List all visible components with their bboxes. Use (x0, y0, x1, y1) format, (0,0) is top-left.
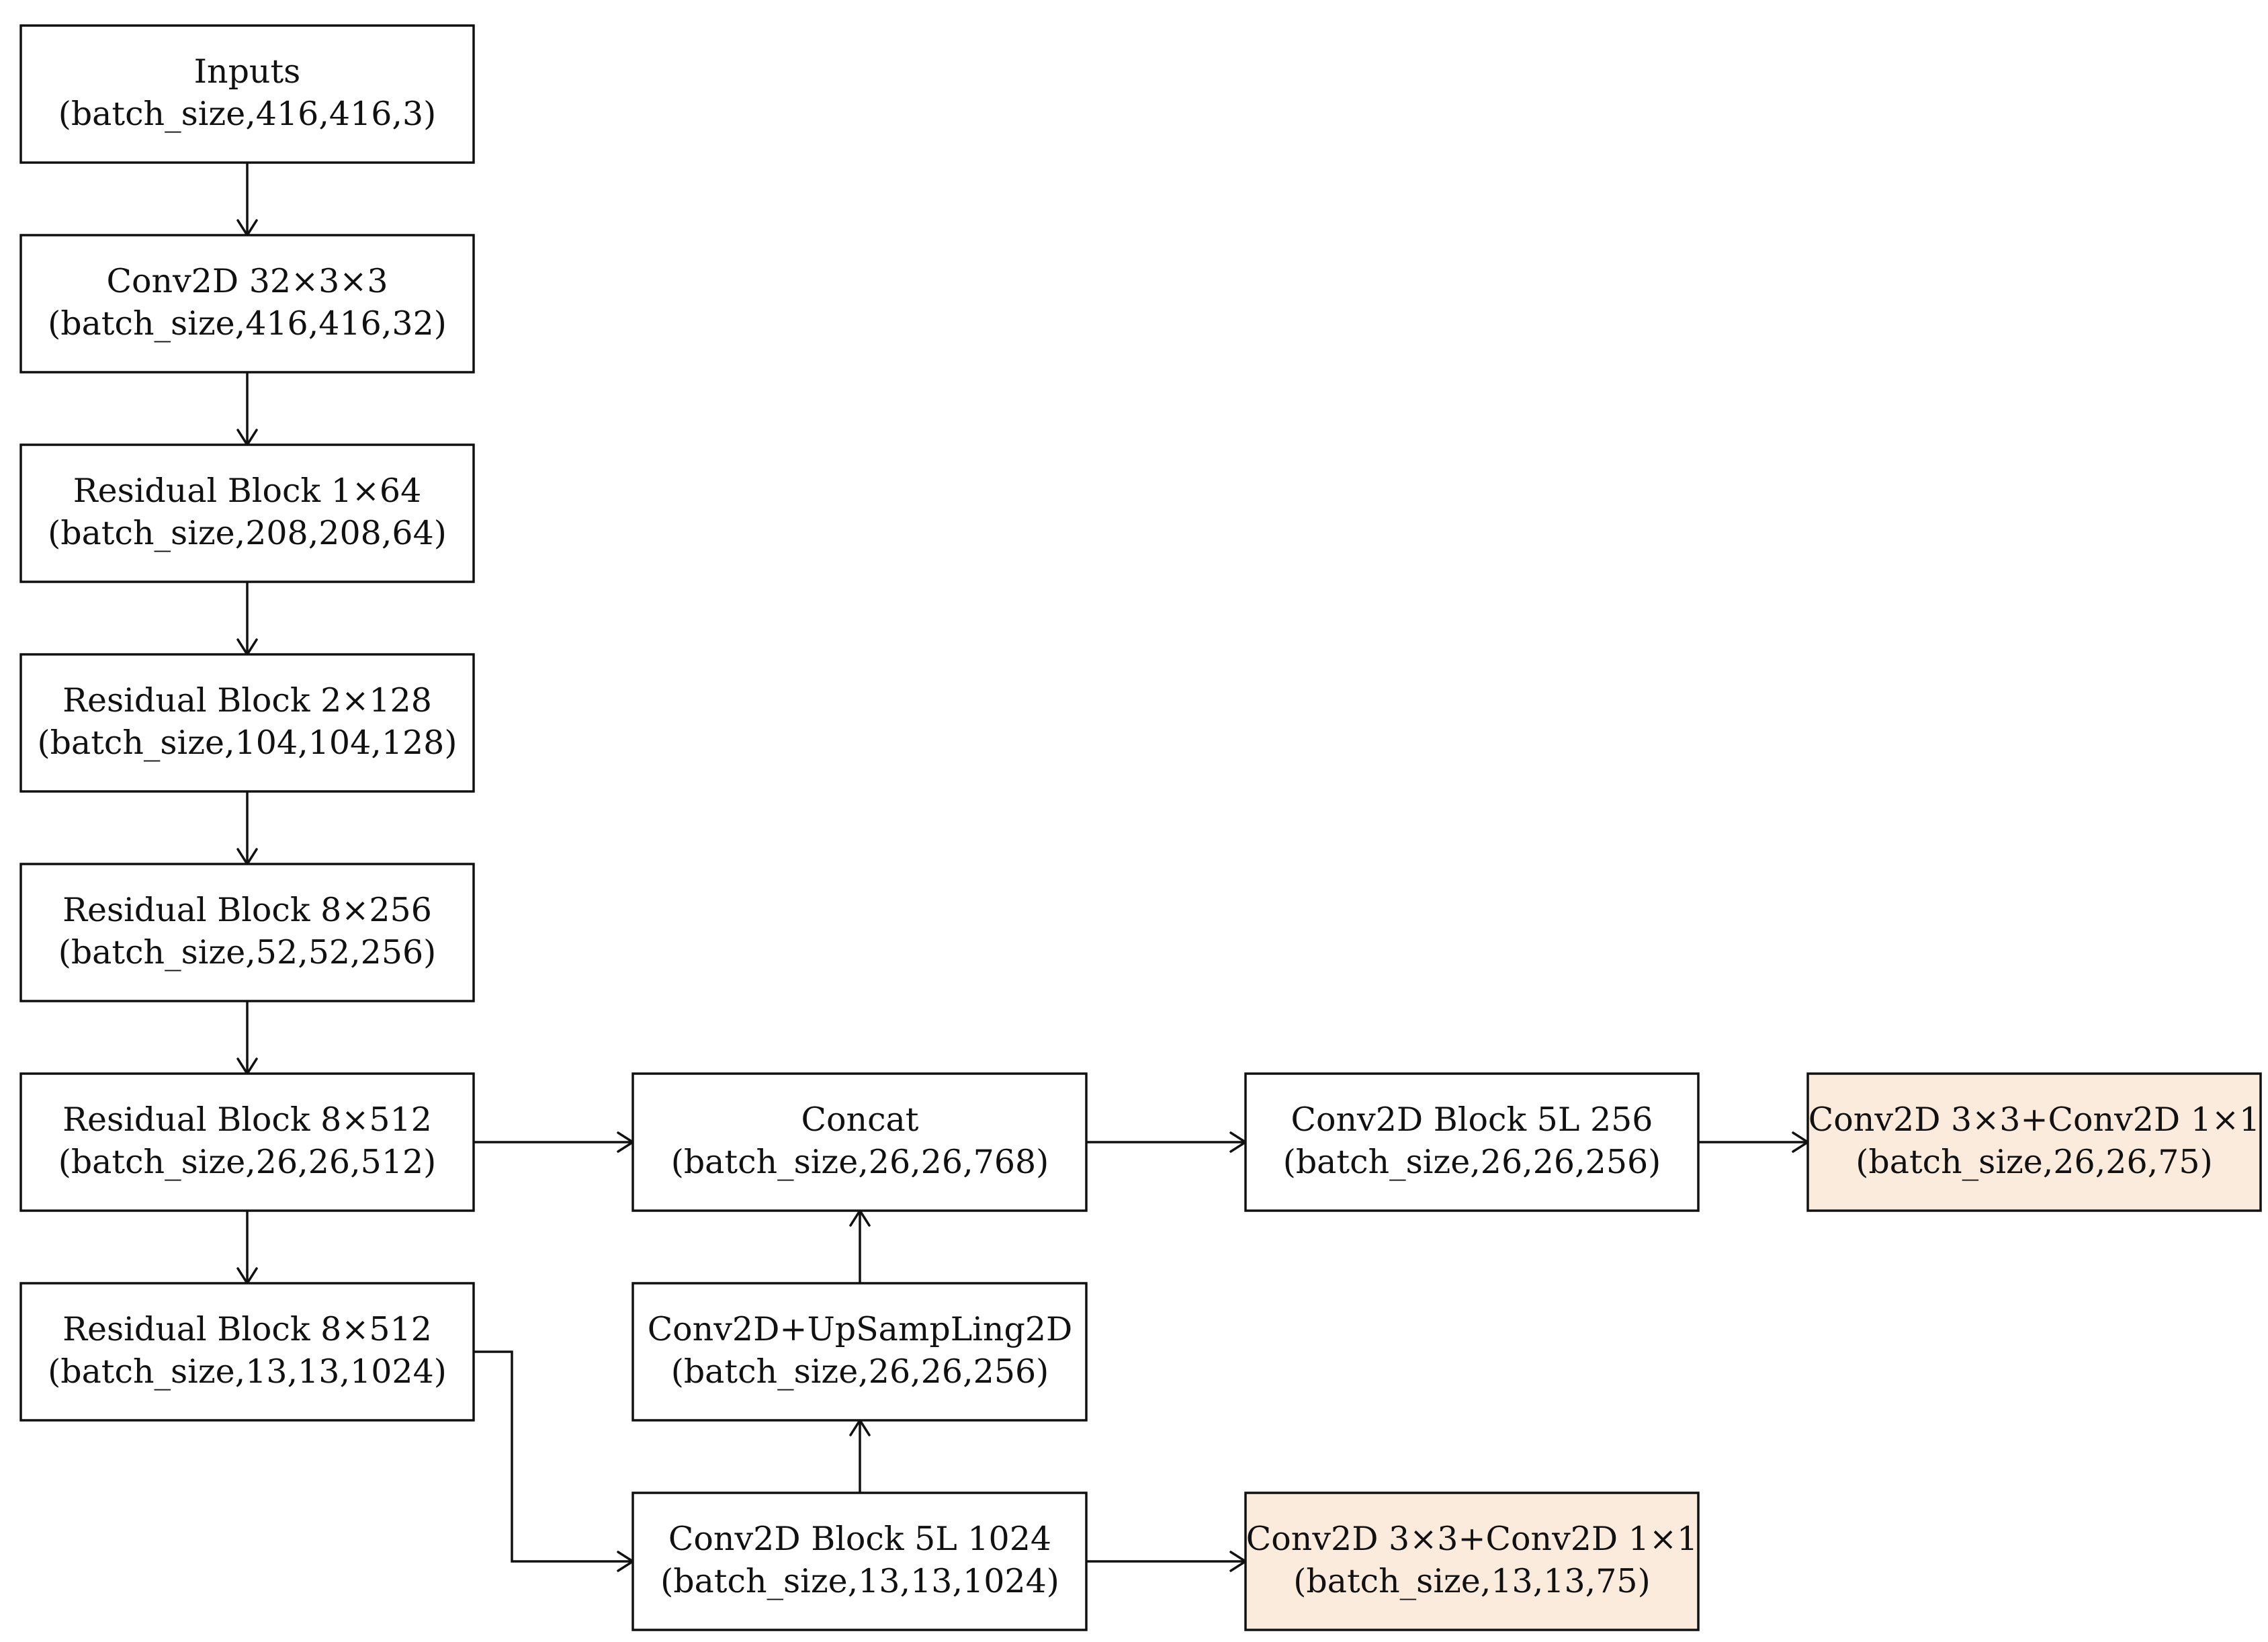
node-residual-block-5: Residual Block 8×512 (batch_size,13,13,1… (19, 1282, 475, 1422)
node-conv2d-block-1024: Conv2D Block 5L 1024 (batch_size,13,13,1… (631, 1492, 1088, 1631)
node-concat-shape: (batch_size,26,26,768) (671, 1143, 1049, 1181)
node-residual-block-2: Residual Block 2×128 (batch_size,104,104… (19, 653, 475, 793)
node-inputs: Inputs (batch_size,416,416,3) (19, 24, 475, 164)
edges (236, 163, 1809, 1572)
node-conv2d-block-1024-title: Conv2D Block 5L 1024 (668, 1520, 1051, 1558)
node-conv2d-upsampling-title: Conv2D+UpSampLing2D (648, 1310, 1073, 1348)
node-residual-block-4: Residual Block 8×512 (batch_size,26,26,5… (19, 1072, 475, 1212)
node-residual-block-1-shape: (batch_size,208,208,64) (48, 514, 447, 552)
node-concat-title: Concat (801, 1100, 919, 1139)
node-conv2d-block-256-shape: (batch_size,26,26,256) (1283, 1143, 1661, 1181)
node-residual-block-3-shape: (batch_size,52,52,256) (58, 933, 437, 971)
node-residual-block-3-title: Residual Block 8×256 (62, 891, 432, 929)
node-residual-block-2-title: Residual Block 2×128 (62, 681, 432, 720)
edge-block1024-to-upsample (849, 1419, 871, 1493)
node-output-13: Conv2D 3×3+Conv2D 1×1 (batch_size,13,13,… (1244, 1492, 1700, 1631)
node-conv2d-block-1024-shape: (batch_size,13,13,1024) (660, 1562, 1059, 1600)
edge-res1-to-res2 (236, 582, 258, 656)
edge-res4-to-concat (474, 1131, 634, 1153)
node-conv2d-upsampling: Conv2D+UpSampLing2D (batch_size,26,26,25… (631, 1282, 1088, 1422)
node-output-13-shape: (batch_size,13,13,75) (1293, 1562, 1650, 1600)
edge-res2-to-res3 (236, 791, 258, 865)
node-output-26: Conv2D 3×3+Conv2D 1×1 (batch_size,26,26,… (1806, 1072, 2262, 1212)
edge-block1024-to-out13 (1086, 1551, 1247, 1572)
edge-concat-to-block256 (1086, 1131, 1247, 1153)
node-conv2d-block-256-title: Conv2D Block 5L 256 (1291, 1100, 1653, 1139)
edge-conv2d-to-res1 (236, 372, 258, 446)
node-conv2d-32-title: Conv2D 32×3×3 (106, 262, 388, 300)
edge-res5-to-block1024 (474, 1350, 634, 1572)
node-output-26-shape: (batch_size,26,26,75) (1856, 1143, 2212, 1181)
node-residual-block-3: Residual Block 8×256 (batch_size,52,52,2… (19, 863, 475, 1002)
edge-inputs-to-conv2d (236, 163, 258, 236)
node-inputs-title: Inputs (194, 52, 301, 91)
edge-res4-to-res5 (236, 1211, 258, 1285)
node-residual-block-4-title: Residual Block 8×512 (62, 1100, 432, 1139)
nodes: Inputs (batch_size,416,416,3) Conv2D 32×… (19, 24, 2262, 1631)
node-conv2d-32: Conv2D 32×3×3 (batch_size,416,416,32) (19, 234, 475, 374)
node-conv2d-32-shape: (batch_size,416,416,32) (48, 304, 447, 343)
node-concat: Concat (batch_size,26,26,768) (631, 1072, 1088, 1212)
edge-res3-to-res4 (236, 1001, 258, 1075)
node-residual-block-1: Residual Block 1×64 (batch_size,208,208,… (19, 443, 475, 583)
node-conv2d-block-256: Conv2D Block 5L 256 (batch_size,26,26,25… (1244, 1072, 1700, 1212)
node-residual-block-5-shape: (batch_size,13,13,1024) (48, 1352, 447, 1391)
node-residual-block-2-shape: (batch_size,104,104,128) (38, 724, 457, 762)
edge-block256-to-out26 (1698, 1131, 1809, 1153)
node-output-13-title: Conv2D 3×3+Conv2D 1×1 (1246, 1520, 1698, 1558)
node-residual-block-1-title: Residual Block 1×64 (73, 472, 422, 510)
node-conv2d-upsampling-shape: (batch_size,26,26,256) (671, 1352, 1049, 1391)
node-inputs-shape: (batch_size,416,416,3) (58, 95, 437, 133)
edge-upsample-to-concat (849, 1209, 871, 1283)
node-output-26-title: Conv2D 3×3+Conv2D 1×1 (1808, 1100, 2260, 1139)
node-residual-block-4-shape: (batch_size,26,26,512) (58, 1143, 437, 1181)
node-residual-block-5-title: Residual Block 8×512 (62, 1310, 432, 1348)
